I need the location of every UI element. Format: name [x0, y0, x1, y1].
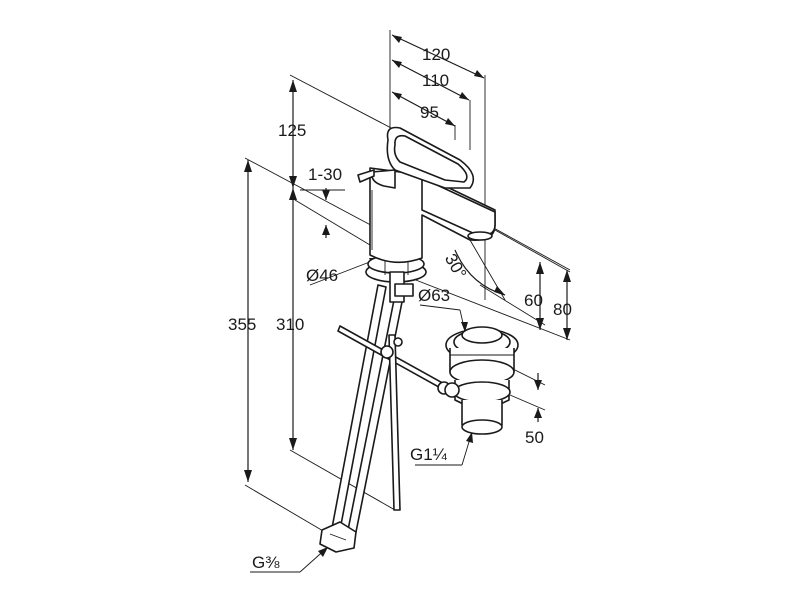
faucet-body [357, 126, 496, 264]
label-width-120: 120 [422, 45, 450, 64]
label-width-110: 110 [422, 71, 449, 90]
angle-dimension [454, 239, 506, 301]
label-angle-30: 30° [441, 250, 470, 282]
supply-hoses [319, 284, 404, 553]
waste-dimension [504, 364, 546, 422]
waste-valve [444, 326, 519, 435]
label-height-80: 80 [553, 300, 572, 319]
label-height-355: 355 [228, 315, 256, 334]
label-height-125: 125 [278, 121, 306, 140]
width-dimensions [389, 30, 486, 300]
label-thread-hose: G⅜ [252, 553, 280, 572]
label-width-95: 95 [420, 103, 439, 122]
label-thread-waste: G1¼ [410, 445, 448, 464]
label-height-60: 60 [524, 291, 543, 310]
label-diameter-63: Ø63 [418, 286, 450, 305]
label-waste-50: 50 [525, 428, 544, 447]
label-diameter-46: Ø46 [306, 266, 338, 285]
label-height-310: 310 [276, 315, 304, 334]
label-lever-1-30: 1-30 [308, 165, 342, 184]
spout-height-dimensions [389, 214, 571, 341]
height-dimensions [244, 74, 396, 536]
popup-rod [337, 325, 451, 511]
